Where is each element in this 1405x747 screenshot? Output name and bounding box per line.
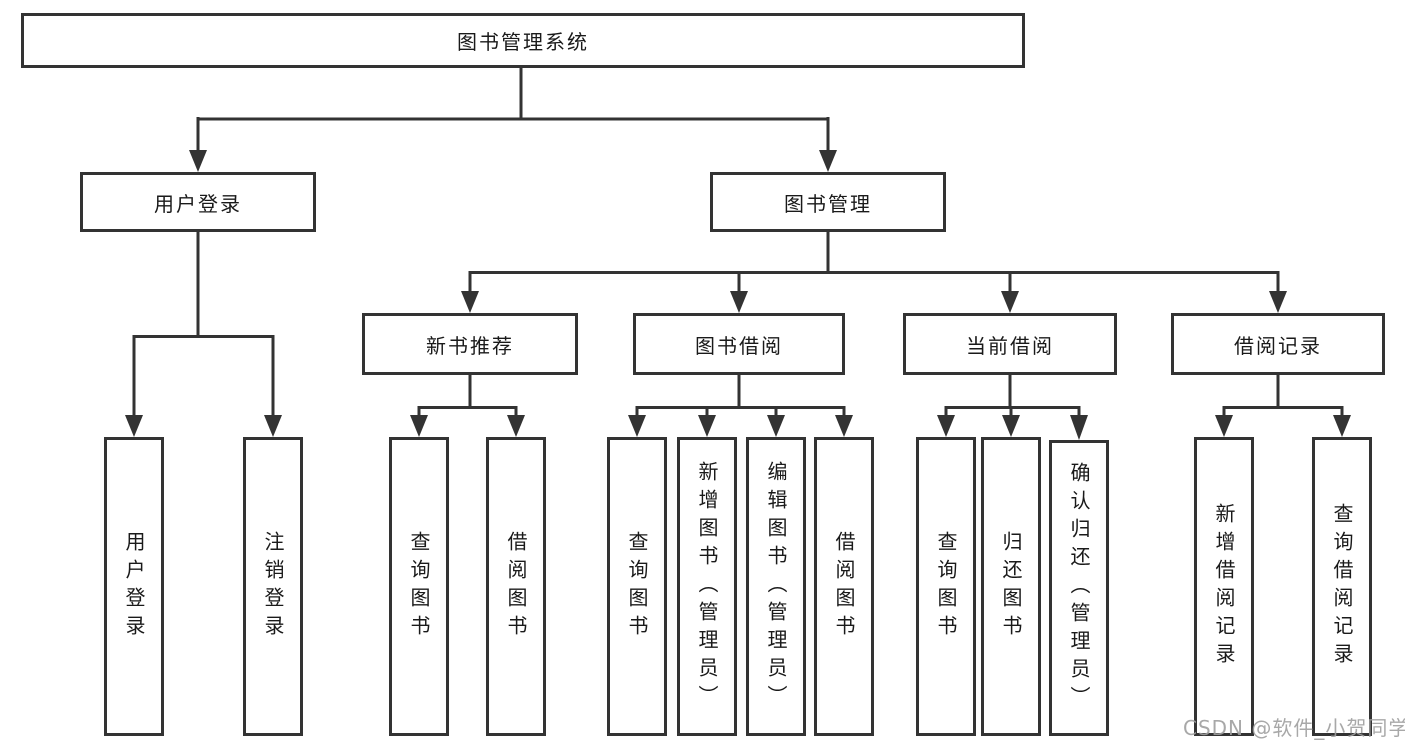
node-leaf-add-books-admin: 新增图书（管理员） xyxy=(677,437,737,736)
node-label: 借阅记录 xyxy=(1234,333,1322,358)
connector-current-borrowing-children xyxy=(937,375,1088,440)
connector-user-login-children xyxy=(125,232,282,437)
node-label: 图书管理系统 xyxy=(457,30,589,54)
node-label: 新增借阅记录 xyxy=(1212,502,1236,671)
node-new-book-recommend: 新书推荐 xyxy=(362,313,578,375)
connector-new-book-recommend-children xyxy=(410,375,525,437)
node-label: 确认归还（管理员） xyxy=(1067,462,1091,714)
node-leaf-add-borrowing-record: 新增借阅记录 xyxy=(1194,437,1254,736)
node-label: 新书推荐 xyxy=(426,333,514,358)
node-label: 借阅图书 xyxy=(832,530,856,643)
arrow-head xyxy=(264,415,282,437)
arrow-head xyxy=(819,150,837,172)
node-leaf-user-login: 用户登录 xyxy=(104,437,164,736)
node-label: 图书管理 xyxy=(784,191,872,216)
arrow-head xyxy=(730,291,748,313)
arrow-head xyxy=(1215,415,1233,437)
connector-borrowing-records-children xyxy=(1215,375,1351,437)
arrow-head xyxy=(628,415,646,437)
arrow-head xyxy=(1001,291,1019,313)
node-leaf-borrow-books-recommend: 借阅图书 xyxy=(486,437,546,736)
node-leaf-query-borrowing-record: 查询借阅记录 xyxy=(1312,437,1372,736)
arrow-head xyxy=(767,415,785,437)
node-leaf-edit-books-admin: 编辑图书（管理员） xyxy=(746,437,806,736)
node-label: 归还图书 xyxy=(999,530,1023,643)
node-label: 查询图书 xyxy=(625,530,649,643)
node-leaf-query-books-current: 查询图书 xyxy=(916,437,976,736)
node-leaf-borrow-books-borrowing: 借阅图书 xyxy=(814,437,874,736)
node-leaf-confirm-return-admin: 确认归还（管理员） xyxy=(1049,440,1109,736)
node-leaf-return-books: 归还图书 xyxy=(981,437,1041,736)
node-borrowing-records: 借阅记录 xyxy=(1171,313,1385,375)
arrow-head xyxy=(937,415,955,437)
arrow-head xyxy=(1070,415,1088,440)
arrow-head xyxy=(507,415,525,437)
node-label: 图书借阅 xyxy=(695,333,783,358)
arrow-head xyxy=(698,415,716,437)
connector-root-to-level2 xyxy=(189,67,837,172)
connector-book-borrowing-children xyxy=(628,375,853,437)
arrow-head xyxy=(410,415,428,437)
node-leaf-query-books-recommend: 查询图书 xyxy=(389,437,449,736)
node-label: 借阅图书 xyxy=(504,530,528,643)
connector-book-management-children xyxy=(461,232,1287,313)
node-current-borrowing: 当前借阅 xyxy=(903,313,1117,375)
arrow-head xyxy=(125,415,143,437)
node-label: 查询图书 xyxy=(934,530,958,643)
node-label: 查询借阅记录 xyxy=(1330,502,1354,671)
node-label: 查询图书 xyxy=(407,530,431,643)
arrow-head xyxy=(189,150,207,172)
node-label: 用户登录 xyxy=(122,530,146,643)
arrow-head xyxy=(1002,415,1020,437)
arrow-head xyxy=(835,415,853,437)
node-leaf-logout: 注销登录 xyxy=(243,437,303,736)
node-label: 当前借阅 xyxy=(966,333,1054,358)
node-label: 新增图书（管理员） xyxy=(695,460,719,713)
arrow-head xyxy=(1333,415,1351,437)
arrow-head xyxy=(1269,291,1287,313)
node-library-management-system: 图书管理系统 xyxy=(21,13,1025,68)
arrow-head xyxy=(461,291,479,313)
node-label: 编辑图书（管理员） xyxy=(764,460,788,713)
node-user-login: 用户登录 xyxy=(80,172,316,232)
node-book-borrowing: 图书借阅 xyxy=(633,313,845,375)
node-label: 注销登录 xyxy=(261,530,285,643)
node-book-management: 图书管理 xyxy=(710,172,946,232)
node-label: 用户登录 xyxy=(154,191,242,216)
watermark: CSDN @软件_小贺同学 xyxy=(1183,716,1405,740)
node-leaf-query-books-borrowing: 查询图书 xyxy=(607,437,667,736)
